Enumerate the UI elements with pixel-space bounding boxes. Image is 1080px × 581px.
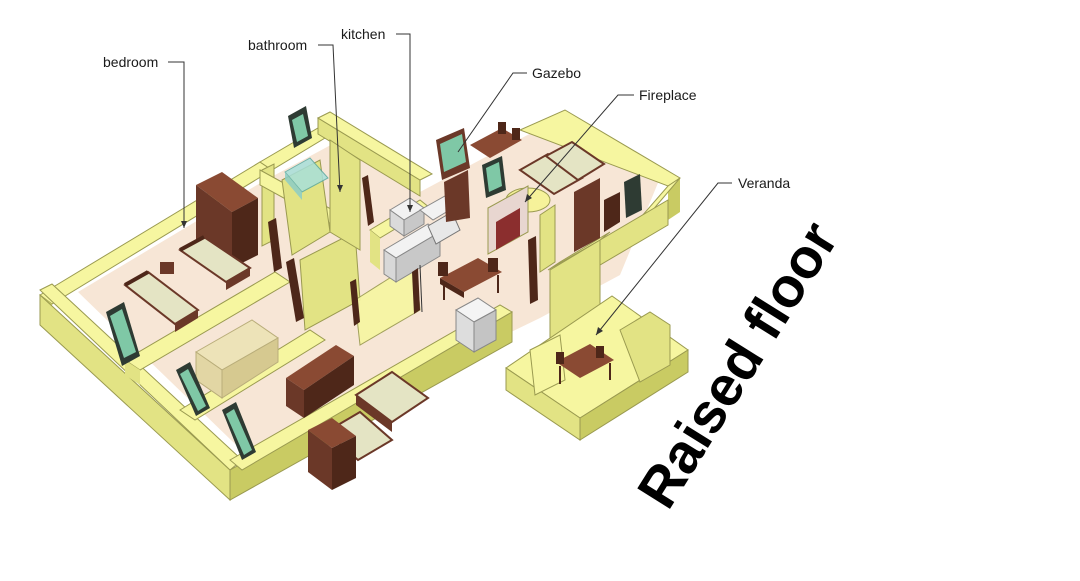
shower-glass: [284, 157, 329, 200]
bed-1: [123, 270, 200, 332]
label-veranda: Veranda: [738, 175, 790, 191]
inner-walls: [124, 139, 556, 421]
label-fireplace: Fireplace: [639, 87, 697, 103]
windows-doors: [106, 106, 642, 460]
fireplace-room-beds: [518, 140, 606, 196]
furniture: [123, 122, 620, 490]
label-bathroom: bathroom: [248, 37, 307, 53]
label-bedroom: bedroom: [103, 54, 158, 70]
sofa: [195, 319, 279, 399]
outer-walls: [39, 109, 681, 502]
dining-table: [438, 258, 502, 300]
label-kitchen: kitchen: [341, 26, 385, 42]
label-gazebo: Gazebo: [532, 65, 581, 81]
fireplace-hearth: [487, 185, 551, 255]
fridge: [455, 297, 497, 353]
gazebo-table: [470, 122, 522, 158]
bed-2: [178, 235, 252, 290]
bed-3: [354, 370, 430, 432]
veranda-table: [556, 344, 614, 384]
cabinet-bedroom-2: [286, 345, 354, 418]
labels: bedroom bathroom kitchen Gazebo Fireplac…: [103, 26, 790, 336]
wardrobe-bedroom-2: [308, 418, 356, 490]
